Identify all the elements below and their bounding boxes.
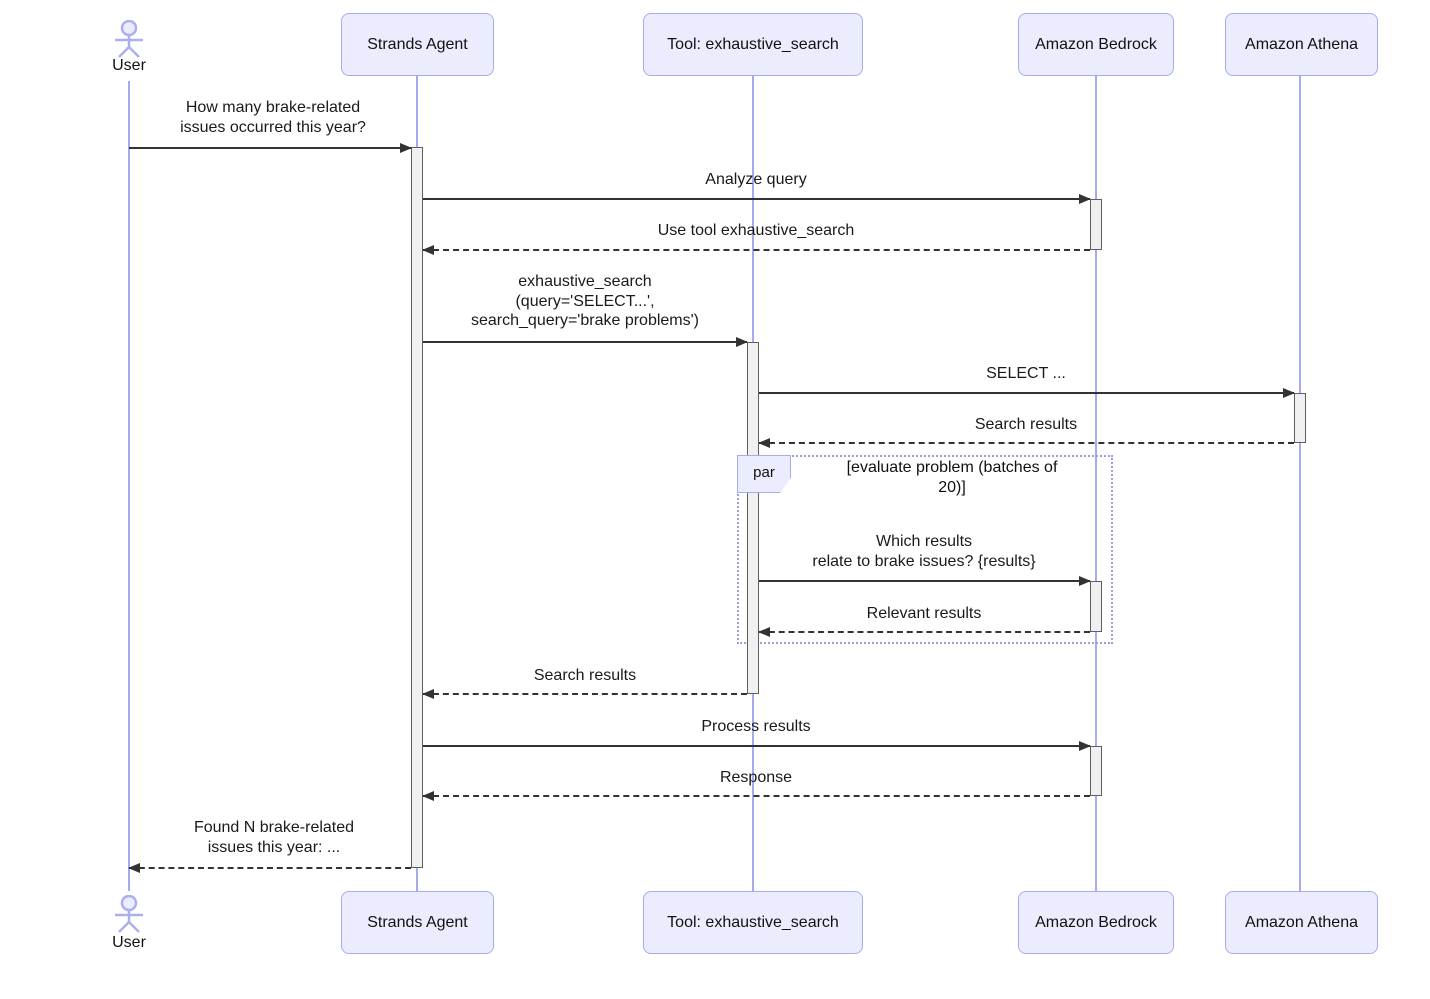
arrowhead-icon	[1079, 741, 1091, 751]
message-arrow-7	[759, 576, 1091, 586]
message-text-10: Process results	[701, 718, 811, 735]
message-arrow-4	[423, 337, 748, 347]
par-block-condition: [evaluate problem (batches of 20)]	[846, 459, 1058, 496]
message-text-2: Analyze query	[705, 171, 807, 188]
user-actor-label-top: User	[112, 57, 146, 74]
message-text-5: SELECT ...	[986, 365, 1066, 382]
participant-amazon-bedrock-top: Amazon Bedrock	[1018, 13, 1174, 76]
par-block-frame	[737, 455, 1113, 644]
message-arrow-6	[758, 438, 1294, 448]
lifeline-bedrock	[1095, 76, 1097, 891]
message-arrow-11	[422, 791, 1090, 801]
message-arrow-1	[129, 143, 412, 153]
participant-tool-exhaustive-search-bottom: Tool: exhaustive_search	[643, 891, 863, 954]
message-arrow-9	[422, 689, 747, 699]
message-text-12: Found N brake-related issues this year: …	[193, 819, 355, 856]
participant-strands-agent-top: Strands Agent	[341, 13, 494, 76]
participant-label: Amazon Athena	[1245, 913, 1358, 931]
arrowhead-icon	[1283, 388, 1295, 398]
message-arrow-2	[423, 194, 1091, 204]
arrowhead-icon	[400, 143, 412, 153]
participant-label: Amazon Bedrock	[1035, 35, 1157, 53]
par-block-label: par	[737, 455, 791, 493]
message-text-7: Which results relate to brake issues? {r…	[812, 533, 1036, 570]
activation-bedrock-1	[1090, 199, 1102, 250]
lifeline-user	[128, 81, 130, 891]
participant-label: Strands Agent	[367, 35, 468, 53]
participant-label: Amazon Athena	[1245, 35, 1358, 53]
arrowhead-icon	[422, 689, 434, 699]
message-text-11: Response	[719, 769, 793, 786]
message-text-6: Search results	[974, 416, 1078, 433]
participant-label: Strands Agent	[367, 913, 468, 931]
participant-label: Tool: exhaustive_search	[667, 35, 839, 53]
message-arrow-10	[423, 741, 1091, 751]
message-text-9: Search results	[533, 667, 637, 684]
message-text-1: How many brake-related issues occurred t…	[180, 99, 366, 136]
participant-label: Amazon Bedrock	[1035, 913, 1157, 931]
participant-amazon-athena-top: Amazon Athena	[1225, 13, 1378, 76]
arrowhead-icon	[422, 791, 434, 801]
arrowhead-icon	[1079, 194, 1091, 204]
arrowhead-icon	[128, 863, 140, 873]
activation-strands-agent	[411, 147, 423, 868]
arrowhead-icon	[758, 627, 770, 637]
activation-tool	[747, 342, 759, 694]
activation-athena	[1294, 393, 1306, 443]
message-arrow-5	[759, 388, 1295, 398]
user-actor-icon-bottom	[115, 895, 143, 933]
message-text-3: Use tool exhaustive_search	[657, 222, 855, 239]
message-arrow-8	[758, 627, 1090, 637]
participant-amazon-athena-bottom: Amazon Athena	[1225, 891, 1378, 954]
arrowhead-icon	[1079, 576, 1091, 586]
user-actor-label-bottom: User	[112, 934, 146, 951]
activation-bedrock-2	[1090, 581, 1102, 632]
activation-bedrock-3	[1090, 746, 1102, 796]
message-text-8: Relevant results	[866, 605, 982, 622]
arrowhead-icon	[736, 337, 748, 347]
message-arrow-3	[422, 245, 1090, 255]
message-arrow-12	[128, 863, 411, 873]
message-text-4: exhaustive_search (query='SELECT...', se…	[471, 273, 699, 330]
participant-amazon-bedrock-bottom: Amazon Bedrock	[1018, 891, 1174, 954]
participant-label: Tool: exhaustive_search	[667, 913, 839, 931]
participant-tool-exhaustive-search-top: Tool: exhaustive_search	[643, 13, 863, 76]
arrowhead-icon	[758, 438, 770, 448]
lifeline-athena	[1299, 76, 1301, 891]
arrowhead-icon	[422, 245, 434, 255]
user-actor-icon-top	[115, 20, 143, 58]
participant-strands-agent-bottom: Strands Agent	[341, 891, 494, 954]
